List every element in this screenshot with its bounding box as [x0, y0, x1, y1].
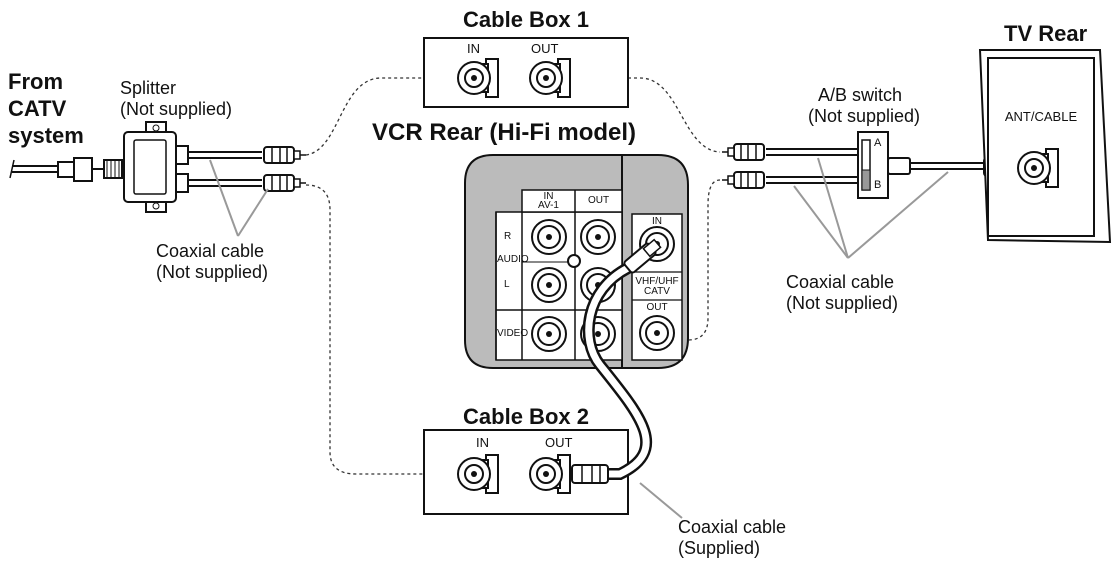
vcr-title: VCR Rear (Hi-Fi model): [372, 119, 637, 146]
coax-left-pointers: [209, 159, 269, 237]
tv-rear-panel: [978, 49, 1112, 244]
tv-ant-label: ANT/CABLE: [1004, 109, 1078, 124]
dashed-connections: [305, 77, 721, 475]
vcr-out-label: OUT: [587, 195, 610, 206]
vcr-in-av1-line2: AV-1: [538, 200, 559, 211]
coax-left-label-line1: Coaxial cable: [156, 241, 265, 261]
source-label-line1: From: [8, 69, 63, 94]
ab-switch-device: [857, 131, 889, 199]
vcr-r-label: R: [504, 231, 512, 242]
ab-switch-label-line1: A/B switch: [818, 85, 903, 105]
coax-supplied-label-line1: Coaxial cable: [678, 517, 787, 537]
vcr-audio-label: AUDIO: [497, 254, 529, 265]
coax-splitter-to-box1: [188, 146, 307, 164]
splitter-device: [123, 121, 189, 213]
cable-box-1-out-label: OUT: [531, 41, 559, 56]
cable-box-1-title: Cable Box 1: [463, 7, 589, 32]
coax-right-pointers: [793, 157, 949, 259]
coax-supplied-cable: [582, 262, 653, 480]
splitter-label-line2: (Not supplied): [120, 99, 233, 119]
coax-supplied-plugs: [571, 238, 662, 484]
cable-box-1: [423, 37, 629, 108]
tv-title: TV Rear: [1004, 21, 1088, 46]
ab-switch-a-label: A: [874, 137, 882, 149]
coax-right-label-line1: Coaxial cable: [786, 272, 895, 292]
ab-switch-label-line2: (Not supplied): [808, 106, 921, 126]
cable-box-2-in-label: IN: [476, 435, 489, 450]
vcr-l-label: L: [504, 279, 510, 290]
vcr-in-av1-line1: IN: [543, 191, 554, 202]
source-label-line3: system: [8, 123, 84, 148]
ab-switch-b-label: B: [874, 179, 882, 191]
coax-supplied-label-line2: (Supplied): [678, 538, 761, 558]
coax-vcr-to-switch: [721, 171, 858, 189]
cable-box-2-out-label: OUT: [545, 435, 573, 450]
cable-box-2-title: Cable Box 2: [463, 404, 589, 429]
coax-left-label-line2: (Not supplied): [156, 262, 269, 282]
cable-box-1-in-label: IN: [467, 41, 480, 56]
catv-input-cable: [9, 157, 123, 182]
vcr-video-label: VIDEO: [497, 328, 529, 339]
vcr-rear-panel: [464, 154, 689, 369]
vcr-ant-out-label: OUT: [646, 302, 668, 313]
coax-right-label-line2: (Not supplied): [786, 293, 899, 313]
coax-box1-to-switch: [721, 143, 858, 161]
splitter-label-line1: Splitter: [120, 78, 177, 98]
vcr-ant-in-label: IN: [652, 216, 662, 227]
coax-splitter-to-box2: [188, 174, 307, 192]
vcr-vhf-line2: CATV: [644, 286, 670, 297]
coax-supplied-pointer: [639, 482, 683, 519]
source-label-line2: CATV: [8, 96, 67, 121]
vcr-vhf-line1: VHF/UHF: [635, 276, 679, 287]
